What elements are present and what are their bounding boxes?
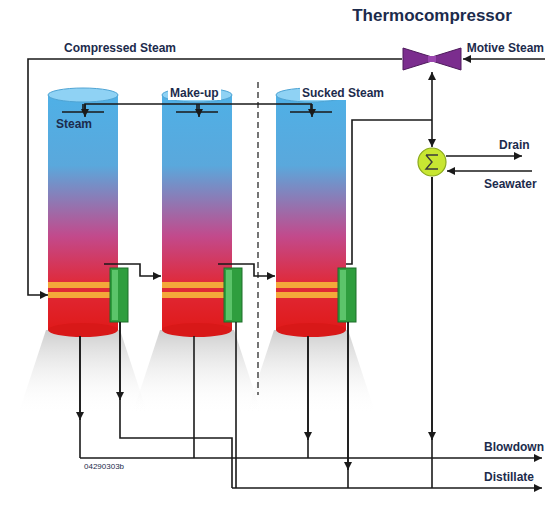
effect-box: Steam: [48, 95, 118, 330]
effect-vessel: [18, 88, 148, 415]
process-lines: [80, 59, 545, 488]
effect-vessel: [132, 88, 262, 415]
effect-vessel: [246, 88, 376, 415]
stream-label: Make-up: [168, 86, 221, 100]
stream-label: Motive Steam: [465, 41, 546, 55]
stream-label: Sucked Steam: [300, 86, 386, 100]
component-title: Thermocompressor: [352, 6, 512, 26]
vessel-label: Steam: [56, 117, 92, 131]
condenser: [418, 148, 446, 176]
stream-label: Drain: [497, 138, 532, 152]
thermocompressor: Thermocompressor: [402, 47, 462, 71]
stream-label: Seawater: [482, 177, 539, 191]
drawing-number: 04290303b: [82, 462, 126, 472]
stream-label: Distillate: [482, 470, 536, 484]
evaporator-effects: [18, 88, 376, 415]
stream-label: Compressed Steam: [62, 41, 178, 55]
stream-label: Blowdown: [482, 440, 546, 454]
ejector-symbol: [402, 47, 462, 71]
steam-line: [28, 59, 402, 295]
divider-line: [257, 82, 258, 395]
